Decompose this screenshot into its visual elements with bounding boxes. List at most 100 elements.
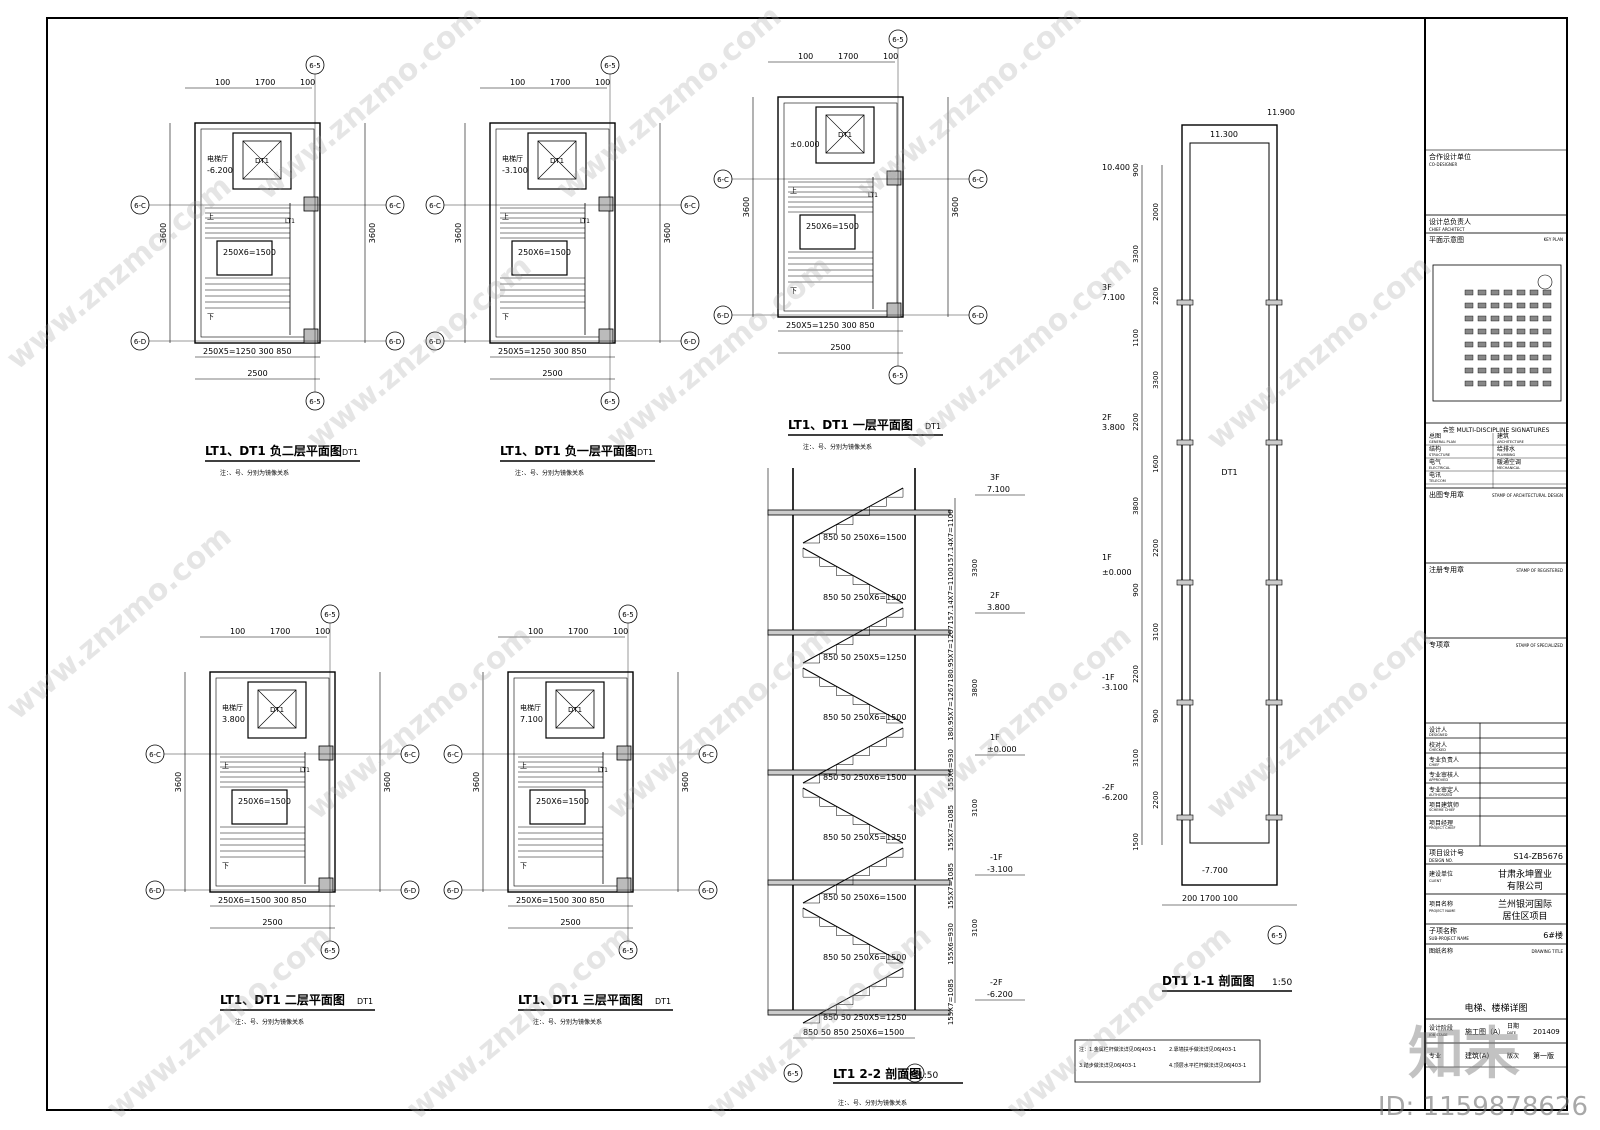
stair-down: 下 [222,862,229,870]
shaft-label: DT1 [270,706,284,714]
note-line: 2.靠墙扶手做法详见06J403-1 [1169,1046,1236,1053]
sign-header: 会签 MULTI-DISCIPLINE SIGNATURES [1443,426,1550,434]
plan-title: LT1、DT1 一层平面图 [788,418,913,432]
discipline-en: GENERAL PLAN [1429,440,1456,444]
block-label: 子项名称 [1429,926,1457,935]
discipline: 结构 [1429,445,1441,453]
role-sign [1479,737,1568,754]
role-sign [1479,782,1568,799]
keyplan-building [1503,341,1513,348]
dim-text: 2000 [1152,203,1160,221]
flight-dim: 850 50 250X6=1500 [823,893,906,902]
keyplan-building [1464,302,1474,309]
dim-text: 155X6=930 [947,923,955,965]
dim-text: 3800 [1132,497,1140,515]
stair-tag: LT1 [300,767,310,774]
notes-frame [1074,1039,1261,1083]
dim-text: 100 [215,78,230,87]
dim-text: 3600 [663,223,672,243]
block-value: 第一版 [1533,1051,1554,1060]
keyplan-building [1529,354,1539,361]
stair-dim: 250X6=1500 [238,797,291,806]
plan-tag: DT1 [655,997,671,1006]
axis-label: 6-C [134,202,146,210]
dim-text: 3600 [174,772,183,792]
role-label: 专业审核人 [1429,771,1459,779]
level-value: -3.100 [987,865,1013,874]
slab-stub [1265,439,1283,446]
keyplan-building [1542,315,1552,322]
axis-label: 6-D [134,338,146,346]
axis-label: 6-C [404,751,416,759]
dim-text: 250X5=1250 300 850 [786,321,875,330]
keyplan-building [1516,380,1526,387]
plan-outline [507,671,634,893]
inner-wall [215,677,330,887]
spec-row [1424,1042,1568,1068]
stair-landing [216,240,273,276]
inner-wall [513,677,628,887]
level-value: 11.900 [1267,108,1295,117]
block-label: 项目设计号 [1429,848,1464,857]
elevator-car [537,140,577,180]
dim-text: 1700 [255,78,275,87]
block-label-en: STAMP OF SPECIALIZED [1516,643,1563,648]
plan-note: 注：、号、分别为镜像关系 [235,1018,304,1026]
axis-label: 6-5 [604,398,615,406]
block-label-en: DRAWING TITLE [1531,949,1563,954]
plan-tag: DT1 [925,422,941,431]
stamp-row [1424,487,1568,564]
dim-text: 100 [595,78,610,87]
section-2-2: 850 50 250X6=1500 850 50 250X6=1500 850 50… [767,468,1025,1107]
level-value: 3.800 [987,603,1010,612]
level-tag: 1F [1102,553,1112,562]
block-label-en: SUB-PROJECT NAME [1429,936,1469,941]
dim-text: 3600 [159,223,168,243]
slab-stub [1265,299,1283,306]
level-mark: ±0.000 [790,140,820,149]
level-tag: -2F [990,978,1003,987]
flight-dim: 850 50 250X6=1500 [823,773,906,782]
level-tag: 1F [990,733,1000,742]
block-label: 专业 [1429,1052,1441,1060]
plan-outline [489,122,616,344]
stair-dim: 250X6=1500 [518,248,571,257]
role-label-en: AUTHORIZED [1429,793,1453,797]
keyplan-building [1516,302,1526,309]
plan-title: LT1、DT1 负二层平面图 [205,443,342,458]
axis-label: 6-5 [909,1070,920,1078]
axis-label: 6-D [684,338,696,346]
dim-text: 900 [1132,583,1140,596]
stair-tag: LT1 [868,192,878,199]
dim-text: 1100 [1132,329,1140,347]
axis-label: 6-5 [892,372,903,380]
car-diagonal [825,114,865,154]
role-label: 专业负责人 [1429,756,1459,764]
block-label: 合作设计单位 [1429,152,1471,161]
block-label-en: PROJECT NAME [1429,909,1455,913]
block-label: 日期 [1507,1022,1519,1030]
stair-dim: 250X6=1500 [806,222,859,231]
role-sign [1479,722,1568,739]
dim-text: 100 [315,627,330,636]
dim-text: 250X6=1500 300 850 [218,896,307,905]
level-tag: -2F [1102,783,1115,792]
role-sign [1479,815,1568,847]
dim-text: 2500 [560,918,580,927]
discipline-en: STRUCTURE [1429,453,1450,457]
level-value: ±0.000 [987,745,1017,754]
inner-wall [200,128,315,338]
block-label-en: JOB STAGE [1428,1033,1448,1037]
role-label-en: DESIGNED [1429,733,1448,737]
role-sign [1479,752,1568,769]
axis-label: 6-5 [604,62,615,70]
dim-text: 100 [613,627,628,636]
stair-down: 下 [790,287,797,295]
role-label: 校对人 [1429,741,1447,749]
discipline-en: ELECTRICAL [1429,466,1450,470]
dim-text: 850 50 850 250X6=1500 [803,1028,904,1037]
level-value: -7.700 [1202,866,1228,875]
